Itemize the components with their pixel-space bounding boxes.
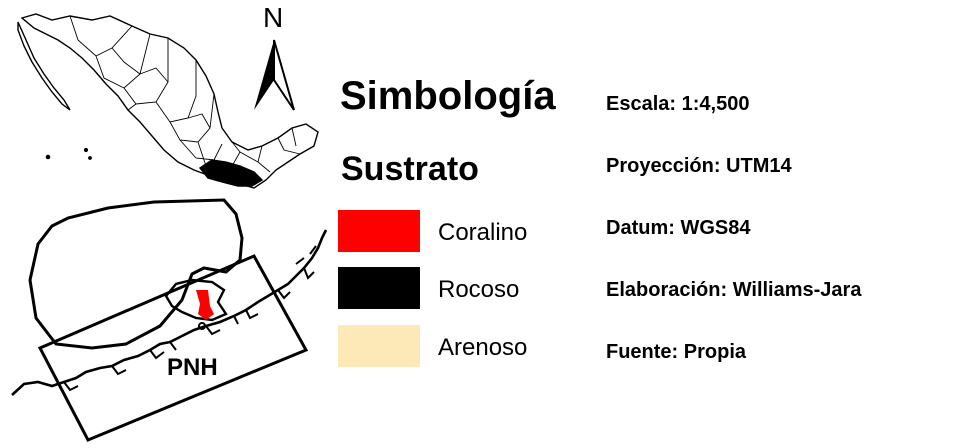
legend-swatch-rocoso	[338, 267, 420, 309]
buffer-zone	[37, 254, 309, 442]
island	[45, 154, 51, 160]
info-datum: Datum: WGS84	[606, 217, 751, 239]
coastline	[11, 229, 328, 396]
island	[83, 147, 89, 153]
info-projection: Proyección: UTM14	[606, 155, 792, 177]
legend-subtitle: Sustrato	[341, 150, 479, 188]
mexico-outline	[20, 13, 319, 189]
highlighted-state	[198, 159, 264, 187]
area-label: PNH	[167, 354, 218, 381]
legend-title: Simbología	[340, 74, 556, 118]
info-author: Elaboración: Williams-Jara	[606, 279, 862, 301]
mexico-overview-map	[17, 13, 319, 189]
coastline-detail	[63, 267, 315, 392]
legend-label-arenoso: Arenoso	[438, 334, 528, 361]
bay-outline	[164, 278, 228, 322]
baja-california	[17, 21, 71, 111]
park-boundary	[28, 198, 244, 350]
legend-swatch-coralino	[338, 210, 420, 252]
north-arrow-left	[254, 40, 274, 110]
detail-map	[11, 198, 328, 442]
legend-label-rocoso: Rocoso	[438, 276, 520, 303]
island	[88, 156, 92, 160]
north-label: N	[263, 2, 284, 33]
reference-point	[198, 322, 206, 330]
info-scale: Escala: 1:4,500	[606, 93, 750, 115]
info-source: Fuente: Propia	[606, 341, 747, 363]
coral-area	[196, 290, 214, 320]
north-arrow	[254, 39, 295, 111]
legend-swatch-arenoso	[338, 325, 420, 367]
legend-label-coralino: Coralino	[438, 219, 528, 246]
island-offshore	[295, 245, 317, 265]
state-borders	[69, 15, 301, 173]
north-arrow-right	[273, 39, 295, 111]
